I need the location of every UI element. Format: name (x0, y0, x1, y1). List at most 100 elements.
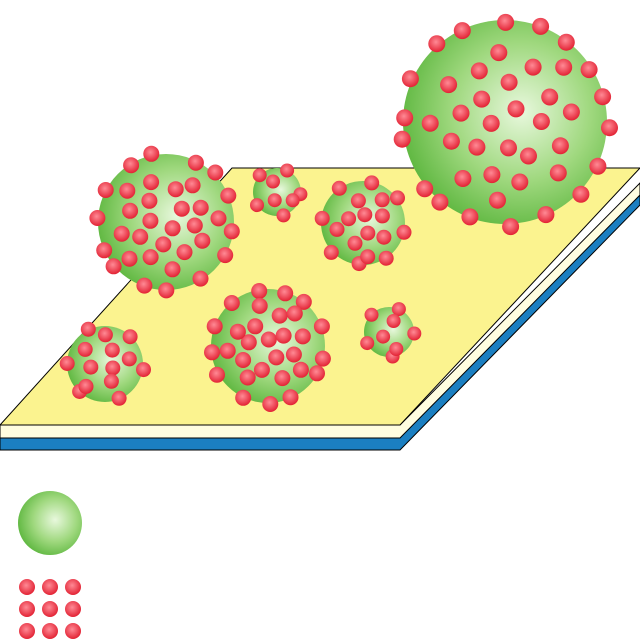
red-dot (314, 350, 331, 367)
red-dot (421, 114, 439, 132)
particles-group (59, 13, 618, 412)
red-dot (77, 341, 93, 357)
red-dot (223, 223, 240, 240)
red-dot (207, 164, 224, 181)
red-dot (497, 13, 515, 31)
legend-red-dot (42, 601, 58, 617)
legend-red-dot (42, 579, 58, 595)
red-dot (364, 175, 380, 191)
red-dot (192, 270, 209, 287)
red-dot (537, 206, 555, 224)
red-dot (103, 373, 119, 389)
red-dot (461, 208, 479, 226)
red-dot (364, 307, 379, 322)
red-dot (164, 220, 181, 237)
red-dot (239, 369, 256, 386)
red-dot (389, 342, 404, 356)
red-dot (223, 295, 240, 311)
red-dot (454, 170, 472, 187)
red-dot (186, 217, 203, 234)
red-dot (187, 154, 204, 171)
red-dot (329, 221, 345, 237)
red-dot (262, 396, 279, 412)
red-dot (407, 326, 422, 341)
red-dot (541, 88, 559, 106)
red-dot (104, 342, 120, 358)
red-dot (468, 138, 486, 156)
red-dot (119, 182, 136, 199)
red-dot (572, 185, 590, 203)
red-dot (158, 282, 175, 299)
red-dot (500, 139, 517, 157)
red-dot (252, 168, 267, 183)
red-dot (314, 210, 330, 226)
red-dot (209, 366, 225, 383)
red-dot (250, 198, 264, 213)
particle-small-right (360, 302, 422, 364)
red-dot (105, 258, 122, 275)
red-dot (440, 76, 458, 94)
red-dot (122, 329, 138, 345)
red-dot (601, 119, 618, 137)
red-dot (251, 297, 268, 314)
legend-red-dot (19, 601, 35, 617)
red-dot (473, 90, 491, 108)
particle-medium-right (314, 175, 412, 272)
red-dot (376, 329, 391, 344)
red-dot (350, 193, 366, 209)
red-dot (562, 103, 580, 121)
red-dot (276, 208, 291, 223)
red-dot (155, 236, 172, 253)
red-dot (323, 244, 339, 260)
red-dot (167, 181, 184, 198)
red-dot (235, 389, 252, 406)
red-dot (136, 277, 153, 294)
red-dot (500, 73, 518, 91)
legend-green-sphere (18, 491, 82, 555)
red-dot (266, 174, 280, 189)
red-dot (390, 190, 405, 206)
legend-red-dot (19, 579, 35, 595)
red-dot (204, 344, 220, 361)
red-dot (309, 365, 325, 382)
red-dot (235, 352, 252, 368)
red-dot (143, 174, 160, 191)
red-dot (341, 211, 357, 227)
red-dot (470, 62, 488, 80)
red-dot (97, 182, 114, 198)
red-dot (580, 61, 598, 79)
red-dot (184, 177, 201, 194)
red-dot (59, 356, 75, 371)
red-dot (89, 210, 106, 226)
red-dot (194, 232, 211, 249)
red-dot (285, 346, 302, 363)
red-dot (192, 199, 209, 216)
red-dot (285, 193, 300, 208)
red-dot (282, 389, 299, 406)
red-dot (482, 114, 500, 132)
red-dot (374, 208, 390, 224)
red-dot (532, 17, 550, 35)
red-dot (123, 157, 140, 174)
red-dot (416, 180, 434, 198)
red-dot (78, 378, 94, 394)
red-dot (589, 157, 607, 175)
red-dot (396, 224, 412, 240)
red-dot (286, 305, 303, 322)
red-dot (594, 88, 612, 106)
red-dot (331, 180, 347, 196)
red-dot (313, 318, 330, 335)
red-dot (220, 187, 237, 204)
red-dot (142, 212, 159, 229)
red-dot (277, 285, 294, 302)
red-dot (260, 331, 277, 348)
red-dot (360, 225, 376, 241)
red-dot (428, 35, 446, 53)
red-dot (164, 261, 181, 278)
red-dot (97, 327, 113, 343)
red-dot (271, 307, 288, 324)
red-dot (555, 58, 573, 76)
red-dot (268, 349, 285, 366)
red-dot (247, 318, 264, 335)
